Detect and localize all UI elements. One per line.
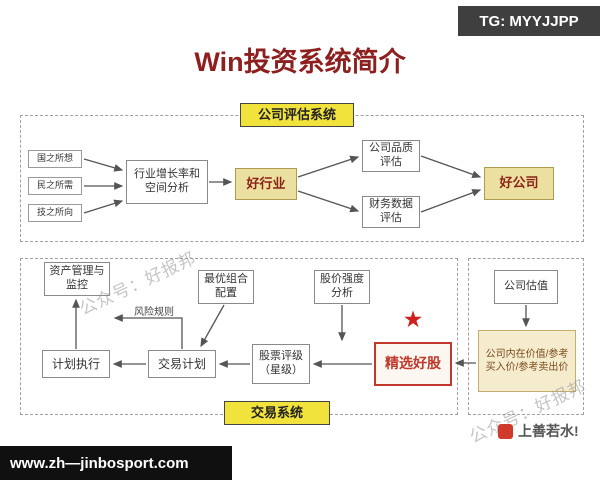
- intrinsic-value-box: 公司内在价值/参考买入价/参考卖出价: [478, 330, 576, 392]
- evaluation-section-label: 公司评估系统: [240, 103, 354, 127]
- risk-rule-label: 风险规则: [125, 303, 183, 318]
- good-company-box: 好公司: [484, 167, 554, 200]
- signature-text: 上善若水!: [518, 423, 579, 439]
- industry-analysis-box: 行业增长率和空间分析: [126, 160, 208, 204]
- optimal-portfolio-box: 最优组合配置: [198, 270, 254, 304]
- good-industry-box: 好行业: [235, 168, 297, 200]
- trade-plan-box: 交易计划: [148, 350, 216, 378]
- selected-stock-box: 精选好股: [374, 342, 452, 386]
- trading-section-label: 交易系统: [224, 401, 330, 425]
- source-box-tech: 技之所向: [28, 204, 82, 222]
- star-icon: ★: [402, 305, 424, 332]
- quality-eval-box: 公司品质评估: [362, 140, 420, 172]
- tg-badge: TG: MYYJJPP: [458, 6, 600, 36]
- site-url-bar: www.zh—jinbosport.com: [0, 446, 232, 480]
- page-title: Win投资系统简介: [194, 47, 406, 77]
- signature: 上善若水!: [498, 420, 579, 442]
- stock-rating-box: 股票评级（星级）: [252, 344, 310, 384]
- price-strength-box: 股价强度分析: [314, 270, 370, 304]
- valuation-section-frame: [468, 258, 584, 415]
- signature-icon: [498, 423, 513, 439]
- financial-eval-box: 财务数据评估: [362, 196, 420, 228]
- plan-execution-box: 计划执行: [42, 350, 110, 378]
- source-box-people: 民之所需: [28, 177, 82, 195]
- company-valuation-box: 公司估值: [494, 270, 558, 304]
- source-box-nation: 国之所想: [28, 150, 82, 168]
- asset-management-box: 资产管理与监控: [44, 262, 110, 296]
